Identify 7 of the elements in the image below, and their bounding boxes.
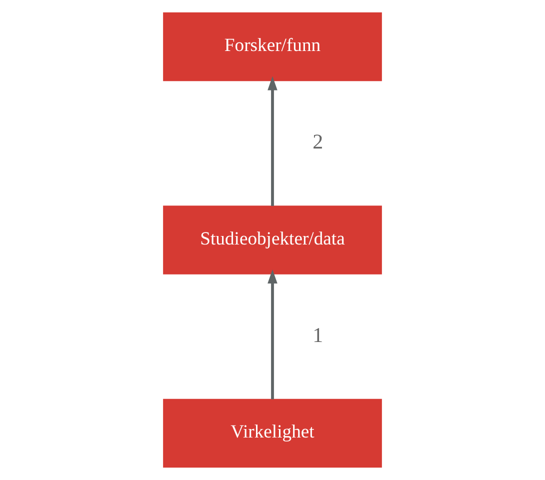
arrow: [268, 269, 278, 400]
node-box: Studieobjekter/data: [163, 206, 382, 274]
label: 2: [312, 130, 324, 154]
node-box: Virkelighet: [163, 398, 382, 468]
node-box: Forsker/funn: [163, 12, 382, 82]
label: 1: [312, 322, 324, 347]
arrow: [268, 76, 278, 206]
